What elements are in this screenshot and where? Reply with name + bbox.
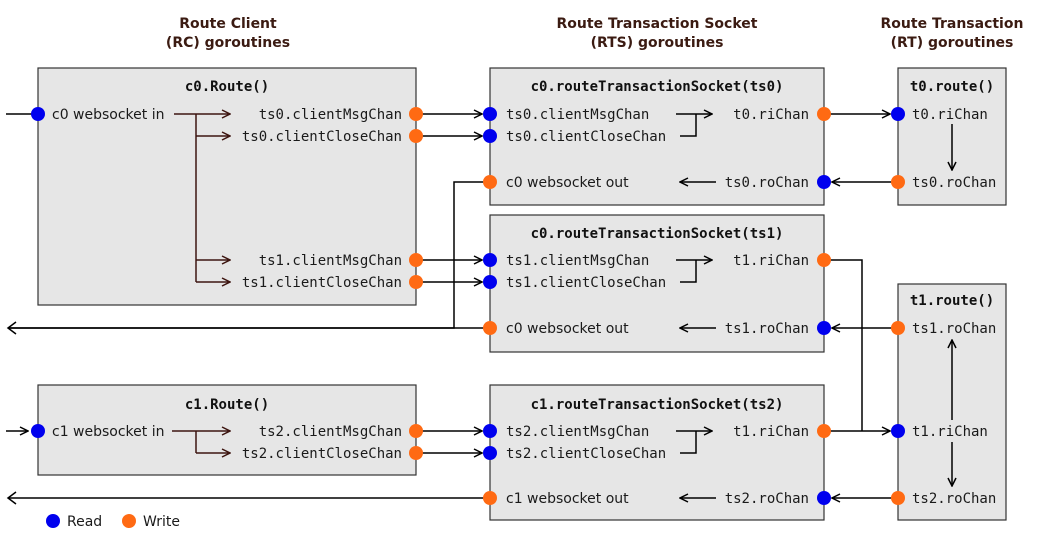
ts1-clientclose-label: ts1.clientCloseChan [506, 275, 666, 291]
ts2-rochan-read-port [817, 491, 831, 505]
c0-ts0-clientmsg-label: ts0.clientMsgChan [259, 107, 402, 123]
c0-ts1-clientclose-label: ts1.clientCloseChan [242, 275, 402, 291]
c0-route-box [37, 67, 417, 306]
header-rt-line2: (RT) goroutines [891, 35, 1014, 51]
rts-ts2-title: c1.routeTransactionSocket(ts2) [531, 397, 784, 413]
ts1-rochan-read-port [817, 321, 831, 335]
rts-ts2-internal [676, 431, 716, 498]
ts2-websocket-out-label: c1 websocket out [506, 491, 629, 507]
c1-websocket-in-read-port [31, 424, 45, 438]
c0-ts1-clientmsg-label: ts1.clientMsgChan [259, 253, 402, 269]
t0-route-title: t0.route() [910, 79, 994, 95]
ts2-clientmsg-read-port [483, 424, 497, 438]
header-rts-line1: Route Transaction Socket [557, 16, 758, 32]
t0-richan-read-port [891, 107, 905, 121]
c1-ts2-clientclose-label: ts2.clientCloseChan [242, 446, 402, 462]
c0-fanout [174, 114, 230, 282]
c0-websocket-out-arrowhead [6, 321, 17, 335]
ts0-rochan-label: ts0.roChan [725, 175, 809, 191]
ts0-t0-richan-write-port [817, 107, 831, 121]
c0-ts0-clientclose-write-port [409, 129, 423, 143]
c1-ts2-clientmsg-label: ts2.clientMsgChan [259, 424, 402, 440]
c1-route-title: c1.Route() [185, 397, 269, 413]
c0-websocket-in-read-port [31, 107, 45, 121]
ts2-clientclose-read-port [483, 446, 497, 460]
c0-websocket-in-label: c0 websocket in [52, 107, 165, 123]
t1-ts2-rochan-label: ts2.roChan [912, 491, 996, 507]
t1-ts1-rochan-write-port [891, 321, 905, 335]
c1-websocket-in-label: c1 websocket in [52, 424, 165, 440]
legend: Read Write [46, 514, 180, 530]
ts0-clientclose-read-port [483, 129, 497, 143]
header-route-transaction-socket: Route Transaction Socket (RTS) goroutine… [557, 16, 758, 51]
ts2-rochan-label: ts2.roChan [725, 491, 809, 507]
ts0-clientmsg-label: ts0.clientMsgChan [506, 107, 649, 123]
t1-richan-read-port [891, 424, 905, 438]
rts-ts0-title: c0.routeTransactionSocket(ts0) [531, 79, 784, 95]
legend-read-swatch [46, 514, 60, 528]
c0-ts0-clientclose-label: ts0.clientCloseChan [242, 129, 402, 145]
ts1-clientmsg-label: ts1.clientMsgChan [506, 253, 649, 269]
ts1-websocket-out-write-port [483, 321, 497, 335]
t0-richan-label: t0.riChan [912, 107, 988, 123]
c1-websocket-out-arrowhead [6, 491, 17, 505]
ts1-websocket-out-label: c0 websocket out [506, 321, 629, 337]
ts1-clientclose-read-port [483, 275, 497, 289]
header-rt-line1: Route Transaction [881, 16, 1024, 32]
ports [31, 107, 905, 505]
c0-ts1-clientclose-write-port [409, 275, 423, 289]
rts-ts2-box [489, 384, 825, 521]
t0-rochan-write-port [891, 175, 905, 189]
ts1-rochan-label: ts1.roChan [725, 321, 809, 337]
c1-ts2-clientmsg-write-port [409, 424, 423, 438]
t1-ts2-rochan-write-port [891, 491, 905, 505]
legend-read-label: Read [67, 514, 102, 530]
header-rts-line2: (RTS) goroutines [591, 35, 724, 51]
c1-fanout [172, 431, 230, 453]
ts2-websocket-out-write-port [483, 491, 497, 505]
t1-route-title: t1.route() [910, 293, 994, 309]
ts0-t0-richan-label: t0.riChan [733, 107, 809, 123]
ts1-clientmsg-read-port [483, 253, 497, 267]
rts-ts1-internal [676, 260, 716, 328]
t0-rochan-label: ts0.roChan [912, 175, 996, 191]
rts-ts1-title: c0.routeTransactionSocket(ts1) [531, 226, 784, 242]
ts2-clientclose-label: ts2.clientCloseChan [506, 446, 666, 462]
rts-ts1-box [489, 214, 825, 353]
legend-write-label: Write [143, 514, 180, 530]
c0-ts1-clientmsg-write-port [409, 253, 423, 267]
ts2-clientmsg-label: ts2.clientMsgChan [506, 424, 649, 440]
rts-ts0-internal [676, 114, 716, 182]
ts0-websocket-out-label: c0 websocket out [506, 175, 629, 191]
header-route-transaction: Route Transaction (RT) goroutines [881, 16, 1024, 51]
rts-ts0-box [489, 67, 825, 206]
ts0-clientclose-label: ts0.clientCloseChan [506, 129, 666, 145]
ts1-t1-richan-write-port [817, 253, 831, 267]
ts2-t1-richan-label: t1.riChan [733, 424, 809, 440]
header-rc-line1: Route Client [179, 16, 277, 32]
legend-write-swatch [122, 514, 136, 528]
ts0-websocket-out-write-port [483, 175, 497, 189]
c0-route-title: c0.Route() [185, 79, 269, 95]
t1-ts1-rochan-label: ts1.roChan [912, 321, 996, 337]
ts0-rochan-read-port [817, 175, 831, 189]
header-route-client: Route Client (RC) goroutines [166, 16, 290, 51]
ts0-clientmsg-read-port [483, 107, 497, 121]
c1-ts2-clientclose-write-port [409, 446, 423, 460]
wire-ts1-t1-richan [824, 259, 863, 431]
ts2-t1-richan-write-port [817, 424, 831, 438]
c0-ts0-clientmsg-write-port [409, 107, 423, 121]
header-rc-line2: (RC) goroutines [166, 35, 290, 51]
ts1-t1-richan-label: t1.riChan [733, 253, 809, 269]
t1-richan-label: t1.riChan [912, 424, 988, 440]
